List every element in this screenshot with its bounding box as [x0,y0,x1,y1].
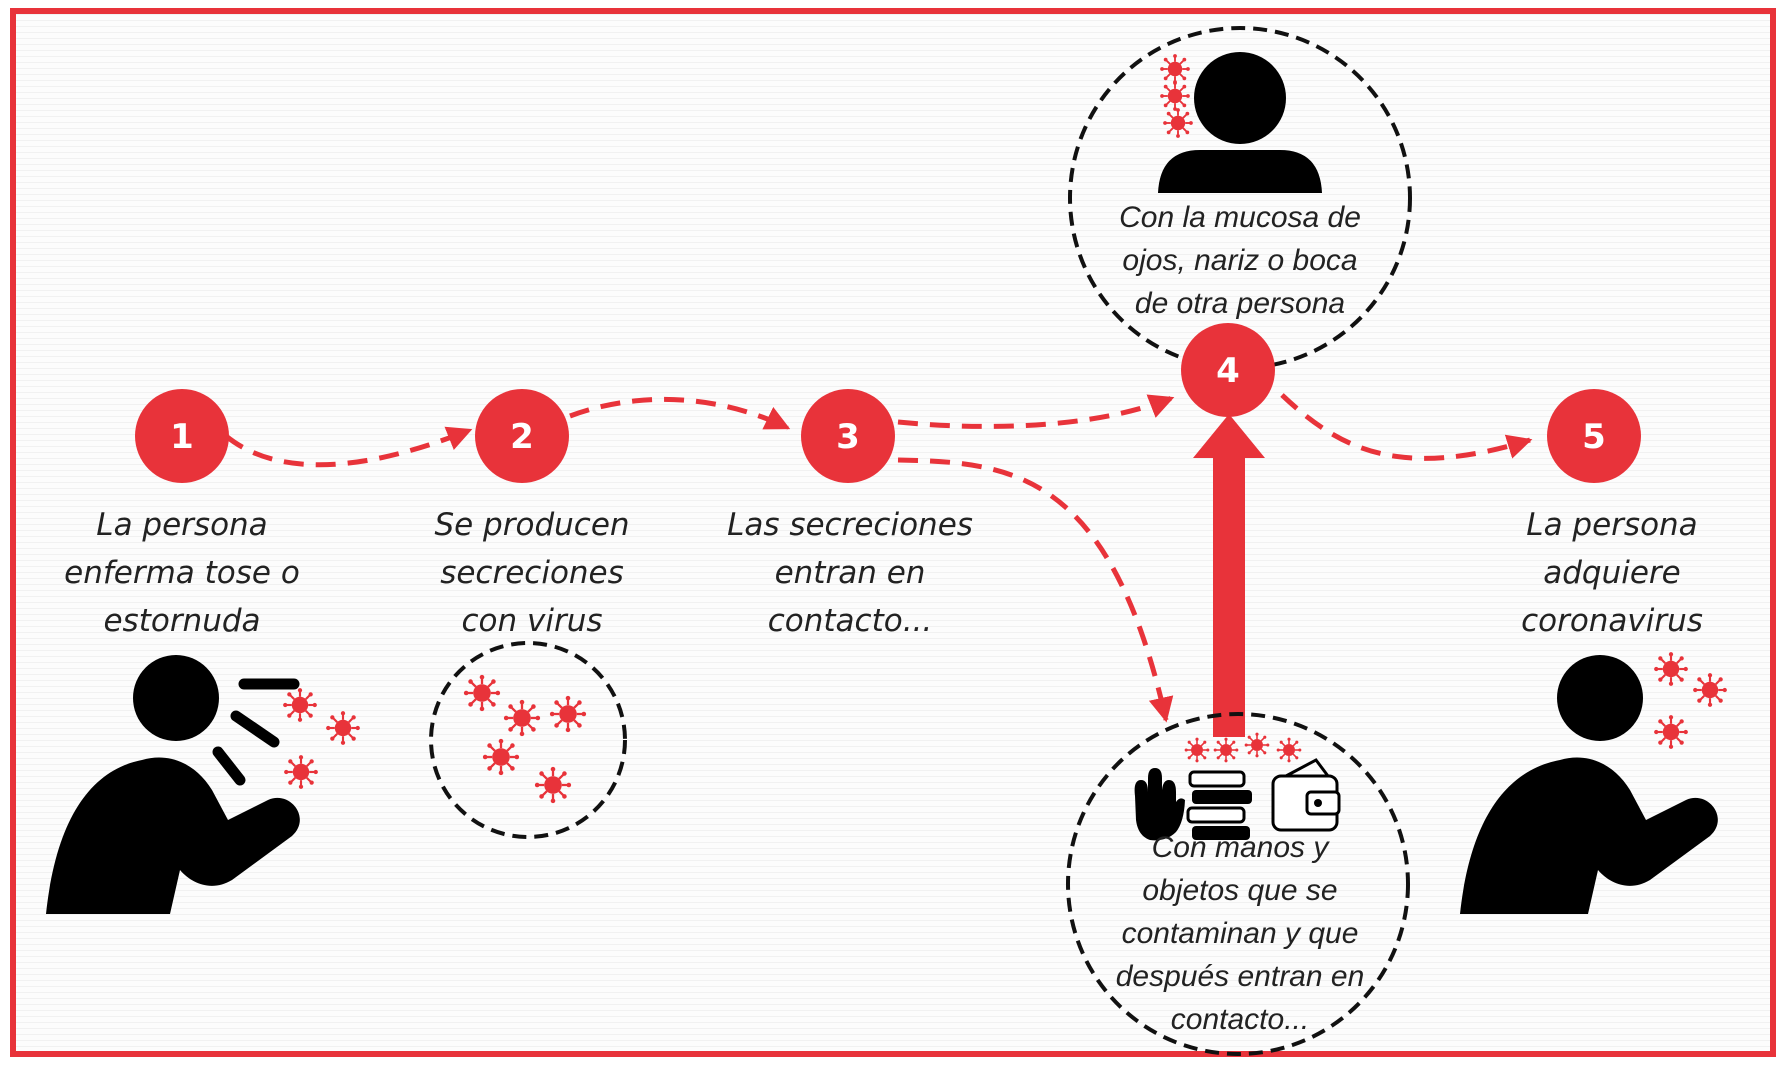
virus-icon [282,687,318,723]
infected-person-icon [1460,655,1718,914]
virus-icon [1212,736,1240,764]
caption-line: Con la mucosa de [1119,201,1361,234]
caption-line: entran en [774,555,926,591]
hand-icon [1134,768,1185,841]
flow-arrow-2-3 [569,396,791,431]
virus-icon [502,698,542,738]
step-2-number: 2 [510,417,534,457]
caption-line: objetos que se [1142,874,1338,907]
flow-arrow-4-5 [1280,393,1533,461]
virus-icon [325,710,361,746]
step-3-caption: Las secreciones entran en contacto... [700,501,1000,645]
thick-up-arrow [1193,414,1265,737]
step-5-caption: La persona adquiere coronavirus [1470,501,1754,645]
virus-icon [1653,651,1689,687]
virus-icon [1159,80,1191,112]
virus-icon [283,754,319,790]
caption-line: La persona [1526,507,1698,543]
caption-line: estornuda [103,603,261,639]
books-icon [1186,770,1252,840]
flow-arrow-3-4 [897,394,1175,429]
caption-line: adquiere [1543,555,1681,591]
diagram-frame [10,8,1776,1057]
step-1-number: 1 [170,417,194,457]
virus-icon [1653,714,1689,750]
virus-icon [1692,672,1728,708]
virus-icon [462,673,502,713]
person-icon [1158,52,1322,193]
objects-circle [1066,712,1410,1056]
caption-line: ojos, nariz o boca [1122,244,1358,277]
caption-line: Se producen [434,507,630,543]
caption-line: contaminan y que [1121,917,1359,950]
flow-arrow-1-2 [224,426,473,468]
secretions-circle [429,641,627,839]
mucosa-caption: Con la mucosa de ojos, nariz o boca de o… [1085,196,1395,325]
caption-line: contacto... [1170,1003,1310,1036]
wallet-icon [1271,758,1341,832]
caption-line: contacto... [767,603,933,639]
step-5-number: 5 [1582,417,1606,457]
step-3-badge: 3 [801,389,895,483]
virus-icon [1243,731,1271,759]
step-4-number: 4 [1216,351,1240,391]
virus-icon [1162,107,1194,139]
step-4-badge: 4 [1181,323,1275,417]
caption-line: La persona [96,507,268,543]
step-1-caption: La persona enferma tose o estornuda [40,501,324,645]
caption-line: después entran en [1115,960,1365,993]
caption-line: de otra persona [1134,287,1346,320]
virus-icon [1183,736,1211,764]
step-3-number: 3 [836,417,860,457]
step-2-caption: Se producen secreciones con virus [390,501,674,645]
step-1-badge: 1 [135,389,229,483]
coughing-person-icon [46,655,300,914]
caption-line: coronavirus [1521,603,1703,639]
step-5-badge: 5 [1547,389,1641,483]
virus-icon [533,765,573,805]
caption-line: con virus [461,603,603,639]
step-2-badge: 2 [475,389,569,483]
virus-icon [548,694,588,734]
objects-caption: Con manos y objetos que se contaminan y … [1085,826,1395,1041]
caption-line: Las secreciones [727,507,973,543]
flow-arrow-3-objects [897,457,1174,723]
virus-icon [481,737,521,777]
virus-icon [1275,736,1303,764]
caption-line: Con manos y [1151,831,1329,864]
caption-line: secreciones [440,555,624,591]
virus-icon [1159,53,1191,85]
caption-line: enferma tose o [64,555,300,591]
